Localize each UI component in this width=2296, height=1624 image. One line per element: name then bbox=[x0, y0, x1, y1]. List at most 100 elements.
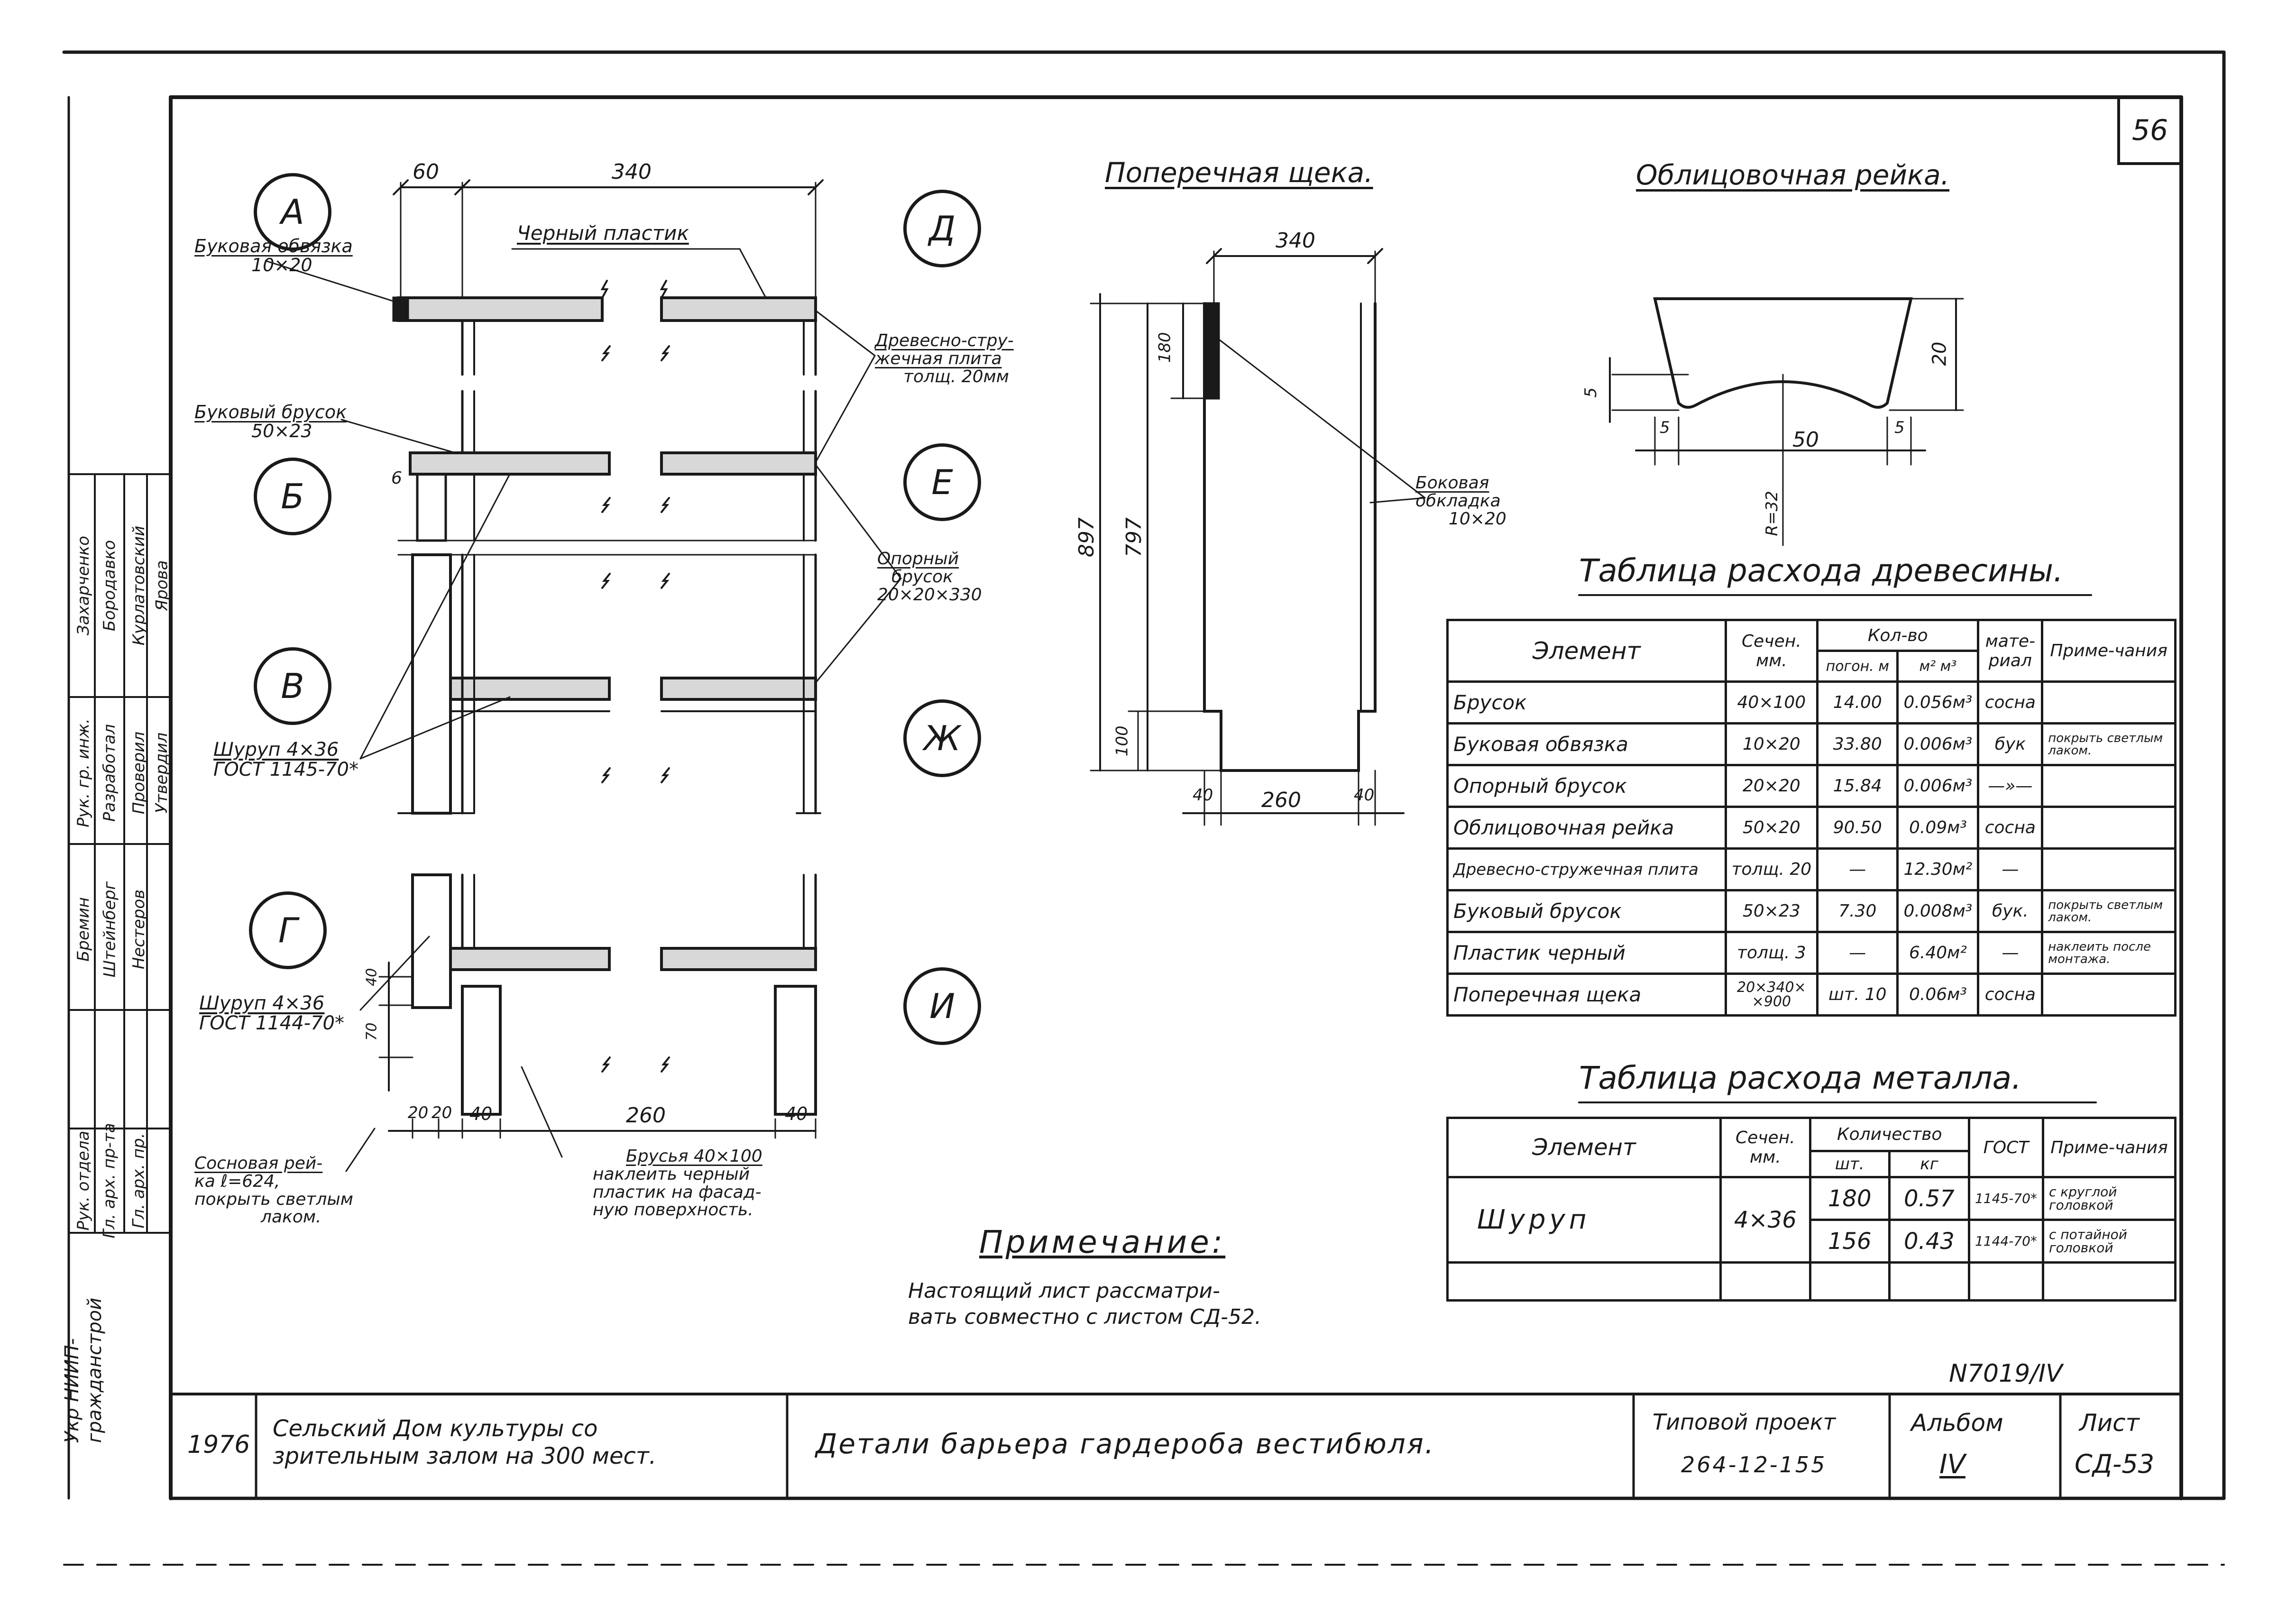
wood-cell: сосна bbox=[1977, 806, 2044, 850]
dim-60: 60 bbox=[413, 160, 439, 184]
note-title: Примечание: bbox=[979, 1224, 1226, 1260]
black-plastic-label: Черный пластик bbox=[517, 221, 689, 245]
wood-cell: 0.006м³ bbox=[1896, 764, 1980, 808]
wood-cell: бук bbox=[1977, 722, 2044, 766]
stamp-album-label: Альбом bbox=[1911, 1409, 2003, 1437]
wood-cell: покрыть светлым лаком. bbox=[2041, 889, 2177, 933]
wood-cell: сосна bbox=[1977, 680, 2044, 725]
wood-consumption-table: Элемент Сечен. мм. Кол-во мате-риал Прим… bbox=[1446, 619, 2177, 1017]
wood-header-material: мате-риал bbox=[1977, 619, 2044, 683]
screw-1144-label: Шуруп 4×36 ГОСТ 1144-70* bbox=[199, 992, 344, 1034]
support-bar-label: Опорный брусок 20×20×330 bbox=[877, 549, 982, 605]
metal-header-section: Сечен. мм. bbox=[1719, 1117, 1811, 1178]
metal-header-element: Элемент bbox=[1446, 1117, 1722, 1178]
strip-dim-5-left: 5 bbox=[1660, 418, 1670, 437]
screw-1145-label: Шуруп 4×36 ГОСТ 1145-70* bbox=[213, 739, 358, 780]
metal-header-qty: Количество bbox=[1809, 1117, 1970, 1152]
side-role: Гл. арх. пр-та bbox=[100, 1123, 119, 1239]
wood-cell: 20×20 bbox=[1724, 764, 1819, 808]
cheek-dim-260: 260 bbox=[1261, 788, 1301, 812]
wood-cell: Поперечная щека bbox=[1446, 973, 1727, 1017]
strip-dim-20: 20 bbox=[1929, 341, 1951, 366]
side-name: Бородавко bbox=[100, 540, 119, 632]
wood-cell: 20×340× ×900 bbox=[1724, 973, 1819, 1017]
wood-cell: Буковый брусок bbox=[1446, 889, 1727, 933]
wood-table-title: Таблица расхода древесины. bbox=[1579, 552, 2064, 589]
facing-strip-title: Облицовочная рейка. bbox=[1636, 159, 1950, 191]
side-role: Нестеров bbox=[129, 889, 149, 970]
stamp-typical-project-label: Типовой проект bbox=[1653, 1409, 1836, 1435]
side-role: Утвердил bbox=[152, 732, 171, 814]
wood-header-qty: Кол-во bbox=[1816, 619, 1980, 652]
metal-header-notes: Приме-чания bbox=[2041, 1117, 2177, 1178]
side-role: Рук. отдела bbox=[74, 1130, 93, 1231]
side-name: Ярова bbox=[152, 560, 172, 611]
metal-cell: 1144-70* bbox=[1967, 1219, 2044, 1264]
dim-40-c: 40 bbox=[785, 1103, 808, 1124]
wood-cell bbox=[2041, 806, 2177, 850]
wood-cell: 90.50 bbox=[1816, 806, 1899, 850]
view-marker-v: В bbox=[254, 647, 331, 725]
chipboard-label: Древесно-стру- жечная плита толщ. 20мм bbox=[875, 331, 1014, 386]
cheek-dim-100: 100 bbox=[1112, 725, 1132, 757]
view-marker-b: Б bbox=[254, 458, 331, 535]
wood-cell: 40×100 bbox=[1724, 680, 1819, 725]
wood-cell: —»— bbox=[1977, 764, 2044, 808]
side-role: Гл. арх. пр. bbox=[129, 1133, 148, 1229]
side-name: Захарченко bbox=[74, 536, 93, 635]
wood-cell bbox=[2041, 680, 2177, 725]
dim-70-vertical: 70 bbox=[363, 1022, 380, 1041]
wood-cell: 0.006м³ bbox=[1896, 722, 1980, 766]
metal-cell: 180 bbox=[1809, 1176, 1891, 1221]
dim-260: 260 bbox=[626, 1103, 666, 1128]
metal-cell: 1145-70* bbox=[1967, 1176, 2044, 1221]
wood-cell: — bbox=[1977, 931, 2044, 975]
wood-cell: 50×20 bbox=[1724, 806, 1819, 850]
wood-cell: 0.008м³ bbox=[1896, 889, 1980, 933]
cross-cheek-title: Поперечная щека. bbox=[1105, 156, 1373, 189]
stamp-year: 1976 bbox=[187, 1431, 250, 1459]
stamp-typical-project-no: 264-12-155 bbox=[1681, 1452, 1827, 1477]
wood-cell: 15.84 bbox=[1816, 764, 1899, 808]
wood-cell bbox=[2041, 764, 2177, 808]
cheek-dim-180: 180 bbox=[1155, 332, 1175, 363]
table-row-empty bbox=[1446, 1261, 2177, 1302]
wood-cell: толщ. 3 bbox=[1724, 931, 1819, 975]
wood-header-section: Сечен. мм. bbox=[1724, 619, 1819, 683]
metal-element: Шуруп bbox=[1446, 1176, 1722, 1264]
wood-cell: толщ. 20 bbox=[1724, 847, 1819, 891]
wood-cell: — bbox=[1816, 847, 1899, 891]
metal-cell: 156 bbox=[1809, 1219, 1891, 1264]
view-marker-d: Д bbox=[903, 190, 981, 267]
view-marker-g: Г bbox=[249, 891, 327, 969]
wood-cell: 14.00 bbox=[1816, 680, 1899, 725]
cheek-dim-40-left: 40 bbox=[1193, 786, 1213, 805]
metal-consumption-table: Элемент Сечен. мм. Количество ГОСТ Приме… bbox=[1446, 1117, 2177, 1302]
metal-header-gost: ГОСТ bbox=[1967, 1117, 2044, 1178]
cheek-dim-797: 797 bbox=[1121, 517, 1146, 558]
wood-cell: 50×23 bbox=[1724, 889, 1819, 933]
side-role: Разработал bbox=[100, 724, 119, 822]
wood-cell: Облицовочная рейка bbox=[1446, 806, 1727, 850]
wood-cell bbox=[2041, 973, 2177, 1017]
strip-dim-50: 50 bbox=[1792, 428, 1819, 452]
stamp-sheet-code: СД-53 bbox=[2075, 1449, 2155, 1479]
wood-header-notes: Приме-чания bbox=[2041, 619, 2177, 683]
wood-cell: наклеить после монтажа. bbox=[2041, 931, 2177, 975]
wood-cell: шт. 10 bbox=[1816, 973, 1899, 1017]
cheek-dim-340: 340 bbox=[1276, 229, 1315, 253]
wood-cell: 12.30м² bbox=[1896, 847, 1980, 891]
wood-cell: Брусок bbox=[1446, 680, 1727, 725]
stamp-sheet-title: Детали барьера гардероба вестибюля. bbox=[816, 1428, 1435, 1460]
wood-cell: Опорный брусок bbox=[1446, 764, 1727, 808]
view-marker-zh: Ж bbox=[903, 699, 981, 777]
strip-radius: R=32 bbox=[1762, 491, 1782, 536]
metal-cell: 0.57 bbox=[1888, 1176, 1970, 1221]
